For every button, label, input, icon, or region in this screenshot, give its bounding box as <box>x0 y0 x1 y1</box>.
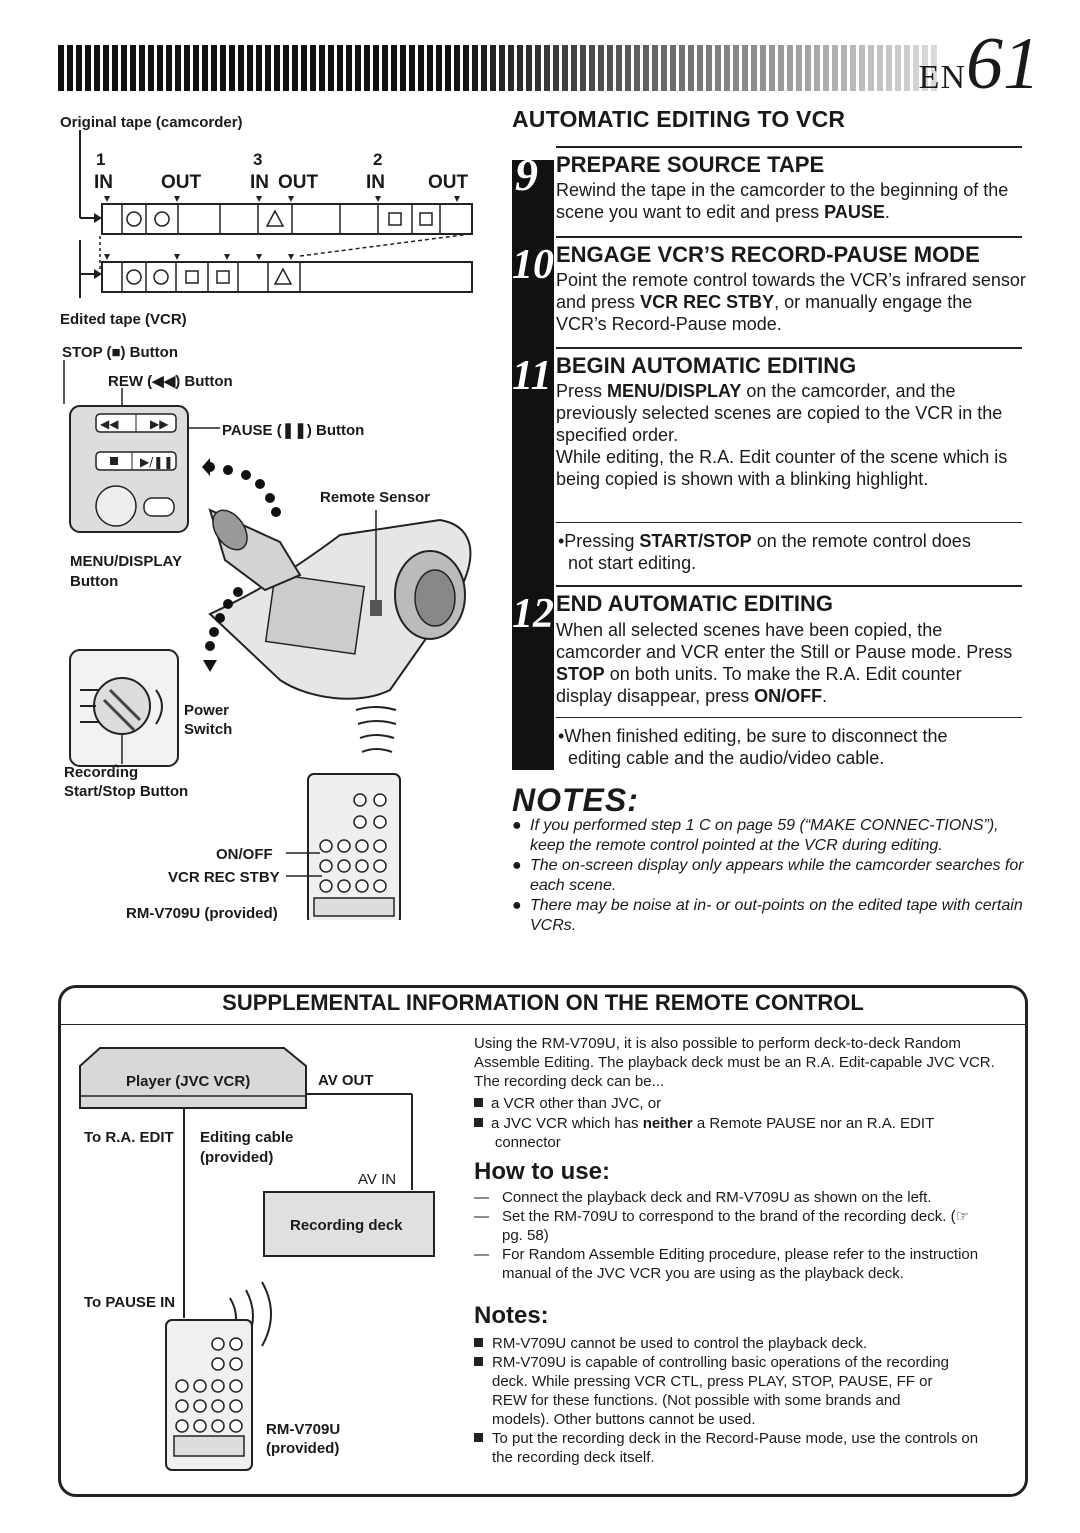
how-to-use-list: —Connect the playback deck and RM-V709U … <box>474 1188 1014 1283</box>
step-11-divider <box>556 522 1022 523</box>
svg-text:▶/❚❚: ▶/❚❚ <box>140 455 173 469</box>
rew-button-label: REW (◀◀) Button <box>108 373 233 390</box>
step-12-text: When all selected scenes have been copie… <box>556 620 1013 706</box>
how-item: —Connect the playback deck and RM-V709U … <box>474 1189 932 1206</box>
page-prefix: EN <box>918 59 966 96</box>
edited-tape-label: Edited tape (VCR) <box>60 311 187 328</box>
rm-provided-label: RM-V709U (provided) <box>126 905 278 922</box>
step-9-number: 9 <box>515 149 538 200</box>
supplement-condition-2: a JVC VCR which has neither a Remote PAU… <box>474 1115 935 1151</box>
out-label-2: OUT <box>428 172 469 193</box>
rm-provided-label: (provided) <box>266 1440 340 1457</box>
switch-label: Switch <box>184 721 233 738</box>
supplement-condition-1: a VCR other than JVC, or <box>474 1094 1014 1113</box>
rm-label: RM-V709U <box>266 1421 341 1438</box>
step-11-heading: BEGIN AUTOMATIC EDITING <box>556 353 857 378</box>
step-9-text: Rewind the tape in the camcorder to the … <box>556 180 1009 222</box>
recording-label: Recording <box>64 764 139 781</box>
supplement-note: To put the recording deck in the Record-… <box>474 1429 1014 1467</box>
step-10-rule <box>556 236 1022 238</box>
step-12-divider <box>556 717 1022 718</box>
how-item: —For Random Assemble Editing procedure, … <box>474 1246 979 1282</box>
tape-strip-diagram <box>79 130 473 298</box>
player-label: Player (JVC VCR) <box>126 1073 251 1090</box>
how-to-use-title: How to use: <box>474 1158 610 1185</box>
step-sidebar-bar <box>512 160 554 770</box>
power-label: Power <box>184 702 230 719</box>
svg-text:▶▶: ▶▶ <box>150 417 169 431</box>
step-12-number: 12 <box>512 591 554 637</box>
supplemental-title-rule <box>61 1024 1025 1025</box>
supplement-intro: Using the RM-V709U, it is also possible … <box>474 1035 995 1090</box>
page-number-value: 61 <box>966 23 1040 105</box>
recording-deck-label: Recording deck <box>290 1217 403 1234</box>
svg-text:◀◀: ◀◀ <box>100 417 119 431</box>
step-11-text2: While editing, the R.A. Edit counter of … <box>556 447 1008 489</box>
deck-connection-diagram <box>79 1047 435 1471</box>
out-label-3: OUT <box>278 172 319 193</box>
out-label-1: OUT <box>161 172 202 193</box>
in-label-1: IN <box>94 172 113 193</box>
step-12-hint: •When finished editing, be sure to disco… <box>558 726 948 768</box>
note-item: ●If you performed step 1 C on page 59 (“… <box>512 817 999 854</box>
vcr-rec-stby-label: VCR REC STBY <box>168 869 280 886</box>
notes-list: ●If you performed step 1 C on page 59 (“… <box>512 816 1024 936</box>
step-9-rule <box>556 146 1022 148</box>
stop-button-label: STOP (■) Button <box>62 344 178 361</box>
page-number: EN61 <box>919 22 1040 107</box>
supplemental-box <box>58 985 1028 1497</box>
supplement-note: RM-V709U is capable of controlling basic… <box>474 1353 1014 1429</box>
menu-button-label: Button <box>70 573 119 590</box>
on-off-label: ON/OFF <box>216 846 273 863</box>
original-tape-label: Original tape (camcorder) <box>60 114 243 131</box>
remote-sensor-label: Remote Sensor <box>320 489 431 506</box>
step-11-text: Press MENU/DISPLAY on the camcorder, and… <box>556 381 1003 445</box>
step-9-heading: PREPARE SOURCE TAPE <box>556 152 825 177</box>
editing-cable-provided: (provided) <box>200 1149 274 1166</box>
step-10-text: Point the remote control towards the VCR… <box>556 270 1026 334</box>
scene-num-2: 2 <box>373 150 383 169</box>
step-11-hint: •Pressing START/STOP on the remote contr… <box>558 531 971 573</box>
av-in-label: AV IN <box>358 1171 397 1188</box>
step-12-heading: END AUTOMATIC EDITING <box>556 591 834 616</box>
av-out-label: AV OUT <box>318 1072 374 1089</box>
section-title: AUTOMATIC EDITING TO VCR <box>512 106 846 132</box>
editing-diagram: Original tape (camcorder) 1 3 2 IN OUT I… <box>0 0 500 980</box>
how-item: —Set the RM-709U to correspond to the br… <box>474 1208 970 1244</box>
to-pause-in-label: To PAUSE IN <box>84 1294 176 1311</box>
to-ra-edit-label: To R.A. EDIT <box>84 1129 174 1146</box>
in-label-2: IN <box>366 172 385 193</box>
supplemental-title: SUPPLEMENTAL INFORMATION ON THE REMOTE C… <box>222 990 864 1015</box>
camcorder-illustration: ◀◀ ▶▶ ▶/❚❚ <box>63 360 472 920</box>
step-12-rule <box>556 585 1022 587</box>
editing-cable-label: Editing cable <box>200 1129 294 1146</box>
start-stop-label: Start/Stop Button <box>64 783 189 800</box>
step-11-rule <box>556 347 1022 349</box>
notes-title: NOTES: <box>512 782 639 818</box>
pause-button-label: PAUSE (❚❚) Button <box>222 422 365 439</box>
in-label-3: IN <box>250 172 269 193</box>
menu-display-label: MENU/DISPLAY <box>70 553 182 570</box>
supplement-note: RM-V709U cannot be used to control the p… <box>474 1334 1014 1353</box>
header-stripe-bar <box>58 45 938 91</box>
note-item: ●There may be noise at in- or out-points… <box>512 897 1023 934</box>
step-10-number: 10 <box>512 242 554 288</box>
step-11-number: 11 <box>512 353 552 399</box>
scene-num-3: 3 <box>253 150 263 169</box>
note-item: ●The on-screen display only appears whil… <box>512 857 1024 894</box>
scene-num-1: 1 <box>96 150 106 169</box>
supplement-notes-title: Notes: <box>474 1302 549 1329</box>
edited-tape-strip <box>79 250 473 293</box>
supplement-notes-list: RM-V709U cannot be used to control the p… <box>474 1334 1014 1467</box>
step-10-heading: ENGAGE VCR’S RECORD-PAUSE MODE <box>556 242 980 267</box>
